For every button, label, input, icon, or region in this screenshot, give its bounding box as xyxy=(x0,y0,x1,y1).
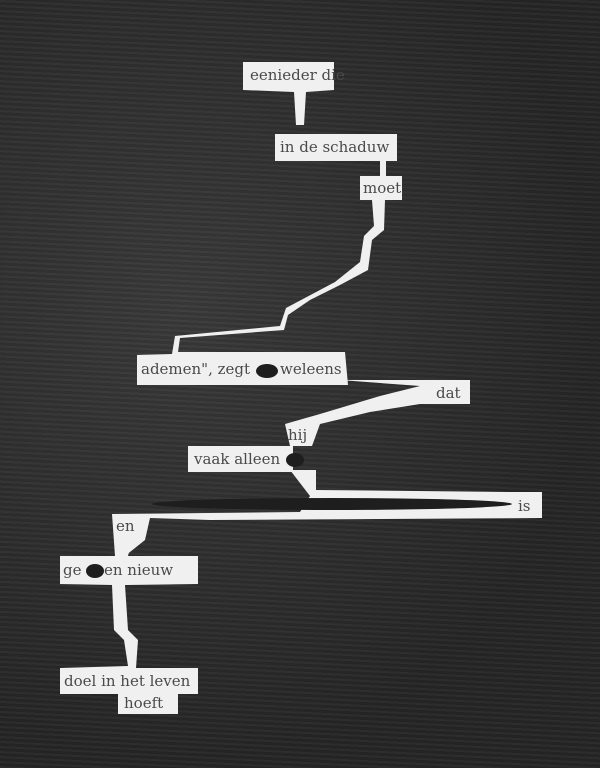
poem-word: en xyxy=(116,517,135,535)
ink-blot xyxy=(256,364,278,378)
ink-stroke xyxy=(152,498,512,510)
poem-word: dat xyxy=(436,384,461,402)
poem-word: moet xyxy=(363,179,402,197)
ink-blot xyxy=(286,453,304,467)
poem-word: is xyxy=(518,497,531,515)
poem-word: ademen", zegt xyxy=(141,360,251,378)
poem-word: en nieuw xyxy=(104,561,174,579)
poem-word: in de schaduw xyxy=(280,138,390,156)
poem-word: weleens xyxy=(280,360,342,378)
poem-word: ge xyxy=(63,561,82,579)
poem-word: doel in het leven xyxy=(64,672,191,690)
poem-word: hoeft xyxy=(124,694,164,712)
poem-word: vaak alleen xyxy=(194,450,281,468)
poem-word: hij xyxy=(288,426,308,444)
ink-blot xyxy=(86,564,104,578)
poem-word: eenieder die xyxy=(250,66,345,84)
